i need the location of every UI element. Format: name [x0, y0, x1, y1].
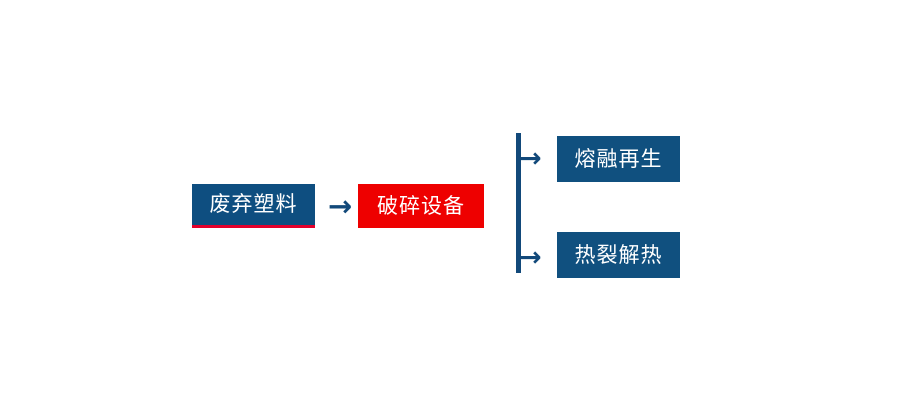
- node-output-bottom-label: 热裂解热: [574, 242, 663, 267]
- arrow-right-icon-main: →: [327, 189, 353, 223]
- node-output-top-label: 熔融再生: [574, 146, 663, 171]
- node-input-label: 废弃塑料: [209, 192, 298, 216]
- arrow-right-icon-branch-top: →: [519, 143, 542, 174]
- branch-bracket-stem: [516, 133, 521, 273]
- node-input-waste-plastic[interactable]: 废弃塑料: [192, 184, 315, 228]
- node-output-melt-regeneration[interactable]: 熔融再生: [557, 136, 680, 182]
- node-process-label: 破碎设备: [377, 193, 465, 218]
- node-process-crusher[interactable]: 破碎设备: [358, 184, 484, 228]
- node-output-pyrolysis-heat[interactable]: 热裂解热: [557, 232, 680, 278]
- arrow-right-icon-branch-bottom: →: [519, 242, 542, 273]
